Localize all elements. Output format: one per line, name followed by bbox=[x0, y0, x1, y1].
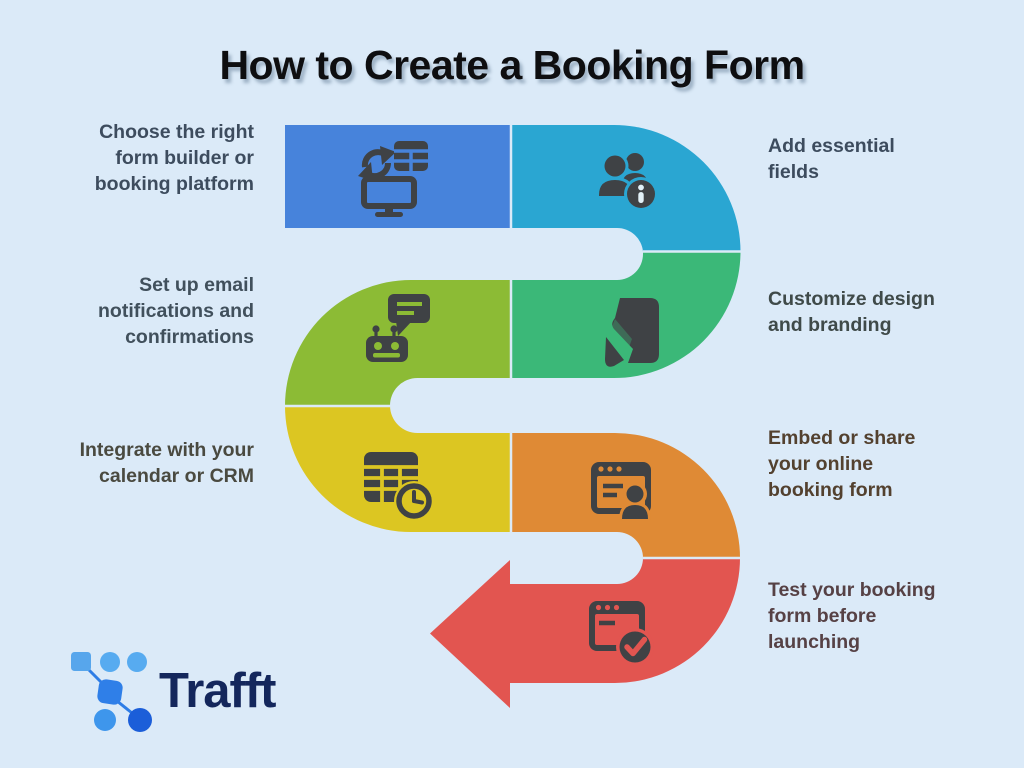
trafft-logo-text: Trafft bbox=[159, 664, 276, 718]
step-2-label: Add essential fields bbox=[768, 135, 895, 183]
segment-step-7-arrow bbox=[430, 558, 740, 708]
segment-separators bbox=[284, 125, 741, 560]
page-title: How to Create a Booking Form bbox=[219, 42, 805, 88]
chatbot-message-icon bbox=[366, 294, 430, 362]
trafft-logo-mark bbox=[71, 652, 152, 732]
step-6-label: Embed or share your online booking form bbox=[768, 427, 916, 501]
step-5-label: Integrate with your calendar or CRM bbox=[79, 439, 254, 487]
browser-check-icon bbox=[589, 601, 654, 666]
users-info-icon bbox=[595, 152, 658, 211]
monitor-sync-form-icon bbox=[358, 141, 428, 217]
calendar-clock-icon bbox=[364, 452, 434, 521]
trafft-logo: Trafft bbox=[55, 641, 375, 741]
step-7-label: Test your booking form before launching bbox=[768, 579, 936, 653]
step-1-label: Choose the right form builder or booking… bbox=[94, 121, 254, 195]
browser-user-icon bbox=[591, 462, 651, 520]
step-4-label: Customize design and branding bbox=[768, 288, 935, 336]
step-3-label: Set up email notifications and confirmat… bbox=[98, 274, 254, 348]
design-tool-icon bbox=[605, 298, 659, 367]
